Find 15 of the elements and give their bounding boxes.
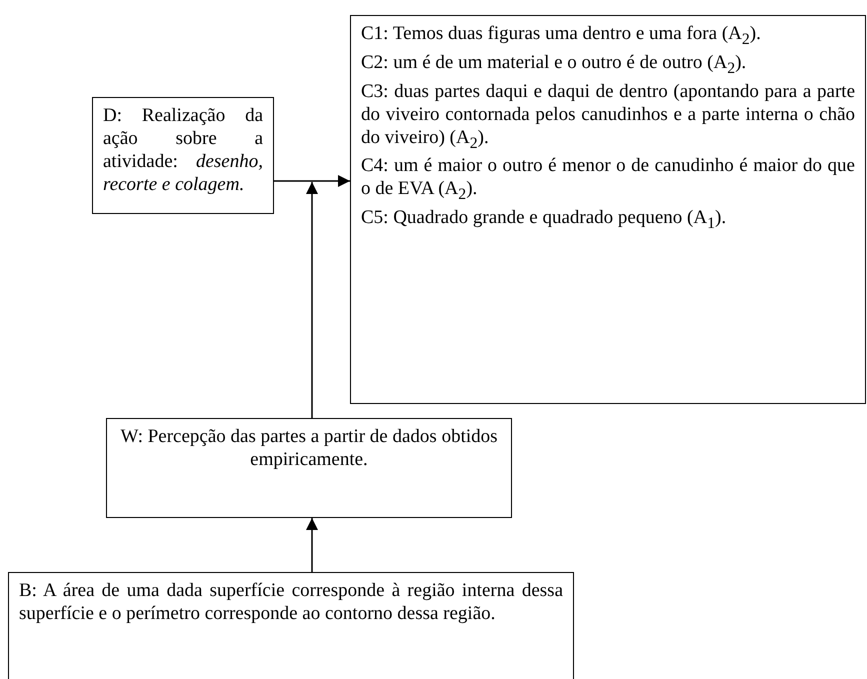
warrant-box bbox=[106, 418, 512, 518]
node-text: C2: um é de um material e o outro é de outro (A$_{2}$). bbox=[361, 50, 748, 79]
node-text: C4: um é maior o outro é menor o de canudinho é maior do que o de EVA (A$_{2}$). bbox=[361, 154, 855, 206]
node-text: C1: Temos duas figuras uma dentro e uma fora (A$_{2}$). bbox=[361, 22, 762, 50]
node-text: B: A área de uma dada superfície corresponde à região interna dessa superfície e o perímetro corresponde ao contorno dessa região. bbox=[19, 579, 563, 625]
node-text: D: Realização da ação sobre a atividade: desenho, recorte e colagem. bbox=[103, 104, 263, 196]
backing-box bbox=[8, 572, 574, 679]
node-text: C3: duas partes daqui e daqui de dentro (apontando para a parte do viveiro contornada pelos canudinhos e a parte interna o chão do viveiro) (A$_{2}$). bbox=[361, 80, 855, 154]
arrow bbox=[306, 182, 318, 418]
arrow bbox=[306, 518, 318, 572]
data-box bbox=[92, 97, 274, 214]
node-text: C5: Quadrado grande e quadrado pequeno (A$_{1}$). bbox=[361, 206, 728, 234]
claim-box bbox=[350, 15, 866, 404]
arrow bbox=[274, 175, 350, 187]
node-text: W: Percepção das partes a partir de dados obtidos empiricamente. bbox=[119, 425, 499, 471]
